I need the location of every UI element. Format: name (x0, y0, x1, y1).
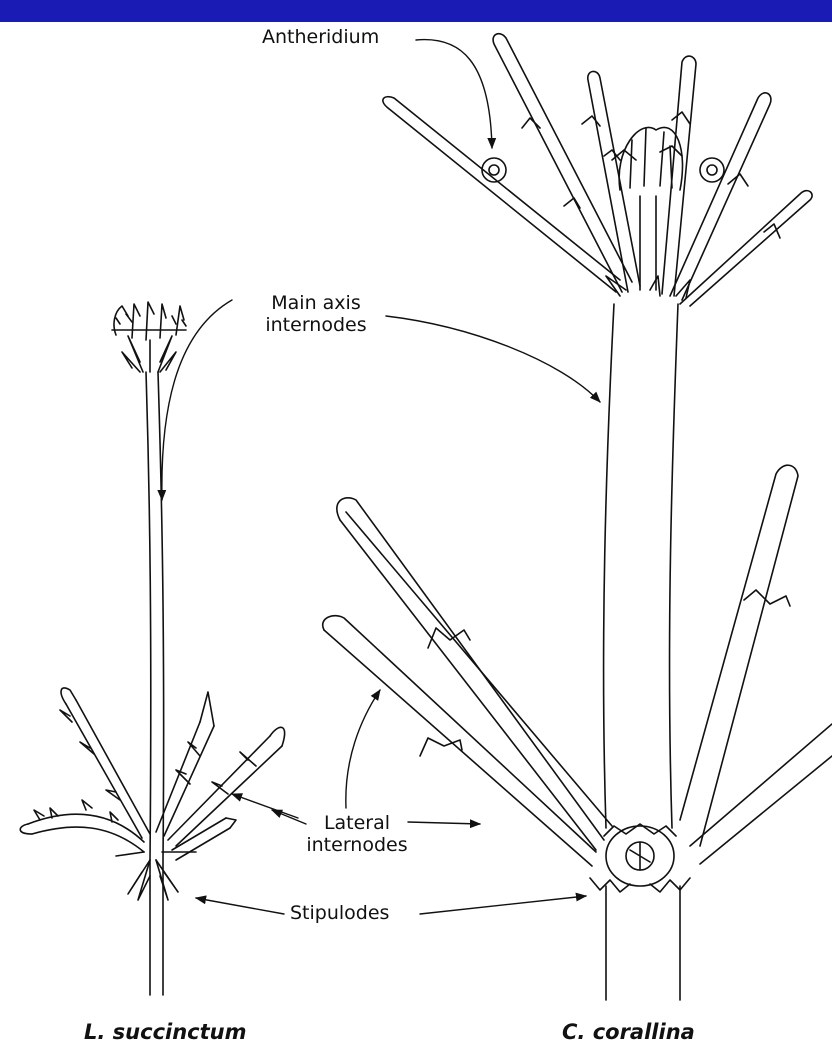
arrow-main-axis-right (386, 316, 600, 402)
arrow-lateral-3 (346, 690, 380, 808)
left-plant (20, 302, 284, 995)
label-main-axis-line1: Main axis (244, 292, 388, 314)
arrow-lateral-4 (408, 822, 480, 824)
arrow-lateral-1 (232, 794, 298, 818)
label-main-axis-internodes: Main axis internodes (244, 292, 388, 336)
label-lateral-internodes: Lateral internodes (296, 812, 418, 856)
caption-right-species: C. corallina (562, 1020, 695, 1044)
pointer-arrows (162, 40, 600, 914)
left-lower-whorl (20, 688, 284, 900)
caption-left-species: L. succinctum (84, 1020, 246, 1044)
label-lateral-line1: Lateral (296, 812, 418, 834)
label-main-axis-line2: internodes (244, 314, 388, 336)
label-lateral-line2: internodes (296, 834, 418, 856)
left-top-whorl (112, 302, 186, 372)
arrow-stipulodes-left (196, 898, 284, 914)
arrow-antheridium (416, 40, 492, 148)
right-main-internode (604, 304, 614, 828)
label-stipulodes: Stipulodes (290, 902, 389, 924)
left-main-stem (146, 372, 151, 995)
arrow-stipulodes-right (420, 896, 586, 914)
label-antheridium: Antheridium (262, 26, 379, 48)
right-top-whorl (383, 34, 812, 306)
